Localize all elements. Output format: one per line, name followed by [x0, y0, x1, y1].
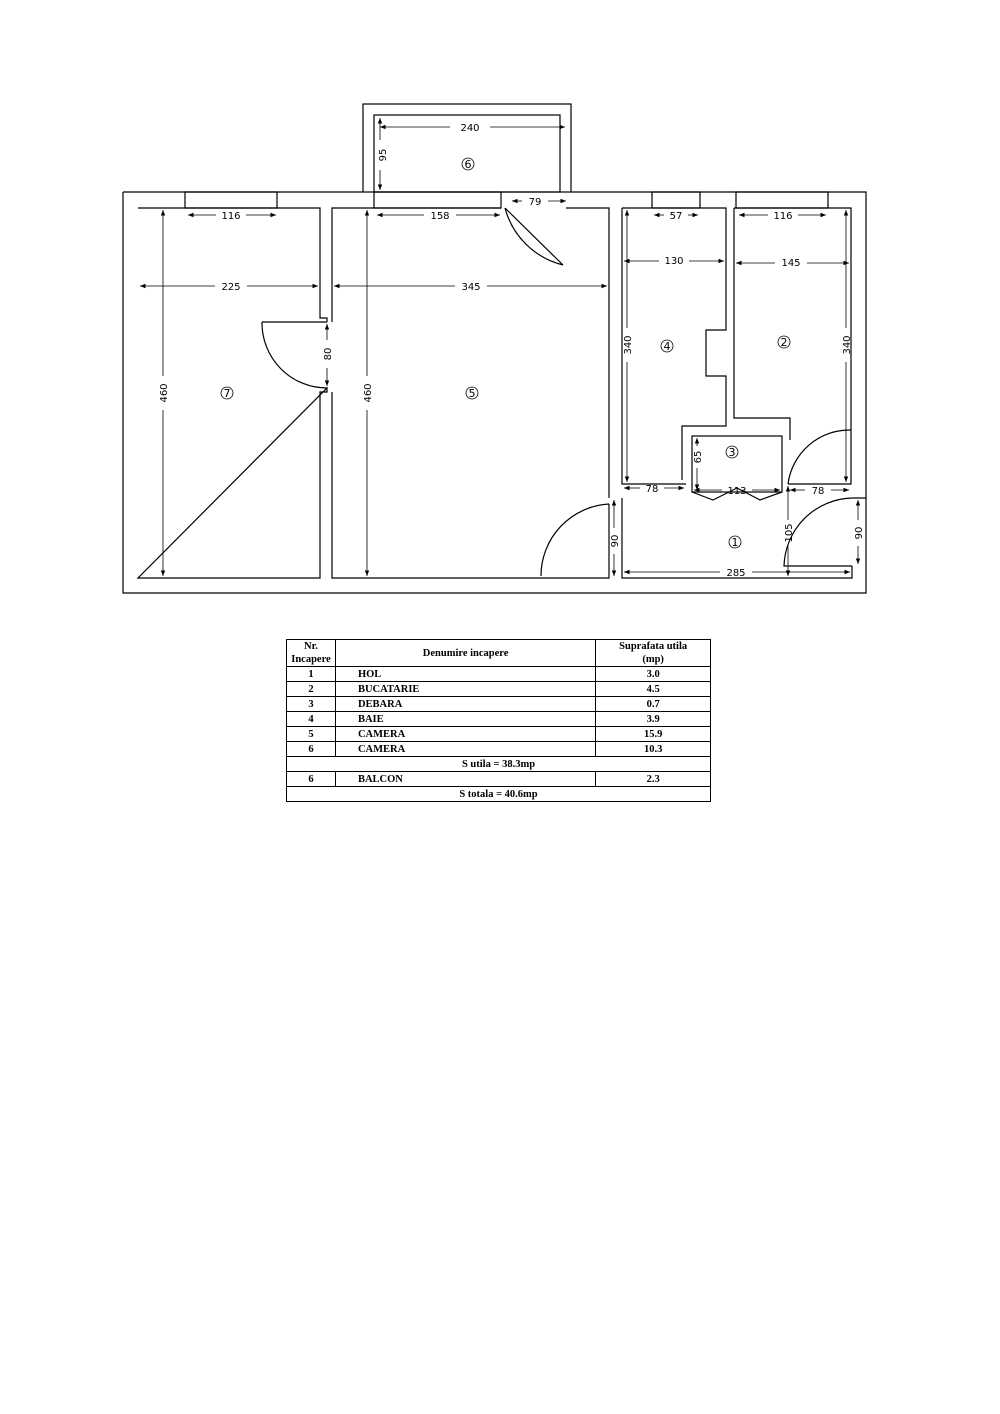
- room-marker-4: [660, 339, 674, 353]
- row-name: BAIE: [334, 711, 597, 727]
- window-room-2: [735, 191, 829, 209]
- row-area: 3.9: [595, 711, 711, 727]
- header-nr-line1: Nr.: [304, 641, 318, 652]
- subtotal-row: S utila = 38.3mp: [286, 756, 711, 772]
- row-area: 10.3: [595, 741, 711, 757]
- room-number-7: 7: [224, 387, 231, 400]
- dim-width-3: 113: [727, 486, 746, 497]
- row-nr: 5: [286, 726, 336, 742]
- balcony-area: 2.3: [595, 771, 711, 787]
- window-room-4: [651, 191, 701, 209]
- room-marker-3: [725, 445, 739, 459]
- row-nr: 4: [286, 711, 336, 727]
- dim-entry-door: 90: [854, 527, 865, 540]
- window-room-5: [373, 191, 502, 209]
- balcony-row: 6 BALCON 2.3: [286, 771, 711, 787]
- room-marker-7: [220, 386, 234, 400]
- room-number-4: 4: [664, 340, 671, 353]
- dim-height-2: 340: [842, 335, 853, 354]
- dim-hall-left: 78: [646, 484, 659, 495]
- dim-hall-right: 78: [812, 486, 825, 497]
- dim-window-5: 158: [430, 211, 449, 222]
- dim-height-4: 340: [623, 335, 634, 354]
- floor-plan: 240 95 79 116 158 57 116 225 345 130 145…: [122, 103, 867, 594]
- header-nr-line2: Incapere: [291, 654, 331, 665]
- balcony-name: BALCON: [334, 771, 597, 787]
- dim-window-4: 57: [670, 211, 683, 222]
- row-name: CAMERA: [334, 741, 597, 757]
- room-marker-2: [777, 335, 791, 349]
- outer-wall: [122, 191, 867, 594]
- header-area-line2: (mp): [642, 654, 664, 665]
- room-3-wall: [691, 435, 783, 493]
- room-number-6: 6: [465, 158, 472, 171]
- row-name: HOL: [334, 666, 597, 682]
- row-area: 3.0: [595, 666, 711, 682]
- row-name: BUCATARIE: [334, 681, 597, 697]
- window-room-7: [184, 191, 278, 209]
- dim-balcony-width: 240: [460, 123, 479, 134]
- door-room-5: [540, 503, 610, 577]
- dim-window-7: 116: [221, 211, 240, 222]
- total-row: S totala = 40.6mp: [286, 786, 711, 802]
- door-entry: [783, 497, 853, 567]
- total-area: S totala = 40.6mp: [286, 786, 711, 802]
- table-row: 6 CAMERA 10.3: [286, 741, 711, 757]
- table-row: 2 BUCATARIE 4.5: [286, 681, 711, 697]
- room-4-wall: [621, 207, 727, 485]
- door-balcony: [504, 207, 564, 266]
- row-name: CAMERA: [334, 726, 597, 742]
- row-area: 4.5: [595, 681, 711, 697]
- table-row: 1 HOL 3.0: [286, 666, 711, 682]
- room-2-wall: [733, 207, 852, 485]
- row-nr: 3: [286, 696, 336, 712]
- dim-width-4: 130: [664, 256, 683, 267]
- table-row: 5 CAMERA 15.9: [286, 726, 711, 742]
- dim-door-balcony: 79: [529, 197, 542, 208]
- dim-width-7: 225: [221, 282, 240, 293]
- room-number-5: 5: [469, 387, 476, 400]
- subtotal-usable-area: S utila = 38.3mp: [286, 756, 711, 772]
- row-nr: 1: [286, 666, 336, 682]
- dim-width-5: 345: [461, 282, 480, 293]
- header-area-line1: Suprafata utila: [619, 641, 688, 652]
- dim-height-5: 460: [363, 383, 374, 402]
- room-number-2: 2: [781, 336, 788, 349]
- balcony-nr: 6: [286, 771, 336, 787]
- room-1-wall: [621, 498, 853, 579]
- balcony-wall: [362, 103, 572, 193]
- dim-hall-door: 105: [784, 523, 795, 542]
- room-number-3: 3: [729, 446, 736, 459]
- header-nr: Nr. Incapere: [286, 639, 336, 667]
- dim-window-2: 116: [773, 211, 792, 222]
- room-area-table: Nr. Incapere Denumire incapere Suprafata…: [286, 639, 711, 802]
- dim-door-7-5: 80: [323, 348, 334, 361]
- dim-hall-width: 285: [726, 568, 745, 579]
- table-row: 3 DEBARA 0.7: [286, 696, 711, 712]
- row-area: 15.9: [595, 726, 711, 742]
- room-number-1: 1: [732, 536, 739, 549]
- row-area: 0.7: [595, 696, 711, 712]
- dim-width-2: 145: [781, 258, 800, 269]
- dim-height-7: 460: [159, 383, 170, 402]
- row-nr: 6: [286, 741, 336, 757]
- table-header-row: Nr. Incapere Denumire incapere Suprafata…: [286, 639, 711, 667]
- header-name: Denumire incapere: [334, 639, 597, 667]
- room-marker-1: [728, 535, 742, 549]
- dim-hall-height: 90: [610, 535, 621, 548]
- door-room-2: [787, 429, 852, 485]
- row-name: DEBARA: [334, 696, 597, 712]
- dim-height-3: 65: [693, 451, 704, 464]
- door-room-7: [261, 321, 328, 389]
- header-area: Suprafata utila (mp): [595, 639, 711, 667]
- room-marker-6: [461, 157, 475, 171]
- table-row: 4 BAIE 3.9: [286, 711, 711, 727]
- dim-balcony-depth: 95: [378, 149, 389, 162]
- room-marker-5: [465, 386, 479, 400]
- row-nr: 2: [286, 681, 336, 697]
